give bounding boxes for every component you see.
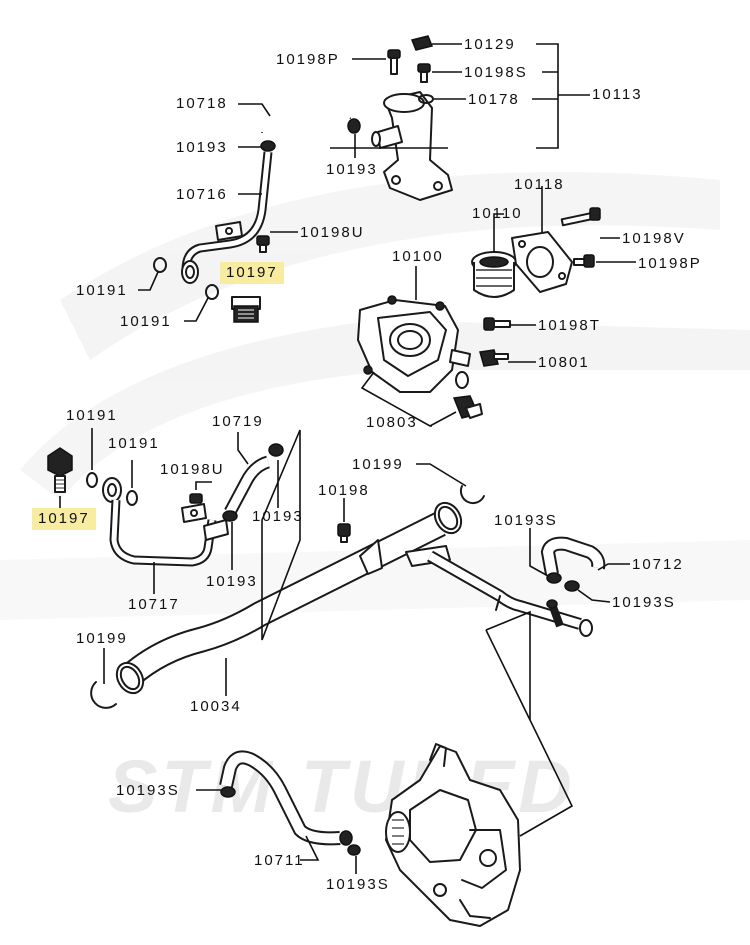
gasket-10191-left-b	[126, 490, 138, 506]
label-10198S-top: 10198S	[464, 64, 528, 81]
label-10198P-right: 10198P	[638, 255, 702, 272]
bolt-10198U-top	[256, 235, 270, 253]
clamp-10193-right	[347, 118, 361, 134]
thermostat-10110	[471, 251, 517, 298]
label-10197-left: 10197	[32, 508, 96, 530]
label-10198T: 10198T	[538, 317, 601, 334]
banjo-bolt-10197-left	[47, 447, 73, 493]
label-10193-top-left: 10193	[176, 139, 228, 156]
clamp-10193S-bottom-right	[339, 830, 361, 856]
label-10198V: 10198V	[622, 230, 686, 247]
gasket-10191-left-a	[86, 472, 98, 488]
hose-10719	[224, 455, 271, 516]
bolt-10198P-top	[387, 49, 401, 75]
label-10110: 10110	[472, 205, 523, 222]
throttle-body-10100	[357, 295, 471, 393]
clamp-10193S-bottom-left	[220, 786, 236, 798]
sensor-10129	[410, 35, 434, 51]
label-10193S-a: 10193S	[494, 512, 558, 529]
sensor-10801	[479, 349, 509, 367]
label-10100: 10100	[392, 248, 444, 265]
label-10193-top-right: 10193	[326, 161, 378, 178]
water-pipe-10034	[115, 501, 593, 695]
label-10129: 10129	[464, 36, 516, 53]
label-10118: 10118	[514, 176, 565, 193]
label-10178: 10178	[468, 91, 520, 108]
label-10193-mid-lower: 10193	[206, 573, 258, 590]
sensor-10803	[452, 395, 483, 419]
label-10198: 10198	[318, 482, 370, 499]
label-10199-lower: 10199	[76, 630, 128, 647]
hose-10711	[219, 750, 341, 846]
thermostat-cover-10118	[511, 231, 573, 293]
hose-10718	[257, 91, 353, 133]
clip-10199-upper	[459, 485, 485, 505]
pipe-stub-right	[546, 599, 564, 628]
label-10718: 10718	[176, 95, 228, 112]
bolt-10198T	[483, 317, 511, 331]
pipe-10717	[102, 477, 229, 567]
bolt-10198V	[560, 207, 601, 227]
label-10711: 10711	[254, 852, 305, 869]
housing-assembly-bottom	[385, 743, 521, 927]
gasket-10191-upper	[153, 257, 167, 273]
bolt-10198S-top	[417, 63, 431, 83]
banjo-bolt-10197-top	[231, 296, 261, 323]
label-10803: 10803	[366, 414, 418, 431]
bolt-10198	[337, 523, 351, 543]
label-10198U-mid: 10198U	[160, 461, 225, 478]
clamp-10193S-lower	[564, 580, 580, 592]
clamp-10193-left	[260, 140, 276, 152]
clamp-10193S-upper	[546, 572, 562, 584]
gasket-10191-lower	[205, 284, 219, 300]
label-10199-upper: 10199	[352, 456, 404, 473]
label-10193S-c: 10193S	[116, 782, 180, 799]
label-10801: 10801	[538, 354, 590, 371]
pipe-10716	[181, 151, 273, 284]
label-10198U-top: 10198U	[300, 224, 365, 241]
label-10193S-b: 10193S	[612, 594, 676, 611]
label-10716: 10716	[176, 186, 228, 203]
label-10113: 10113	[592, 86, 643, 103]
label-10191-d: 10191	[108, 435, 160, 452]
label-10191-c: 10191	[66, 407, 118, 424]
label-10712: 10712	[632, 556, 684, 573]
label-10198P-top: 10198P	[276, 51, 340, 68]
clip-10199-lower	[90, 681, 117, 709]
bolt-10198U-mid	[189, 493, 203, 504]
label-10191-a: 10191	[76, 282, 128, 299]
label-10191-b: 10191	[120, 313, 172, 330]
label-10717: 10717	[128, 596, 180, 613]
washer-10178	[418, 94, 434, 104]
clamp-10193-lower-mid	[222, 510, 238, 522]
label-10034: 10034	[190, 698, 242, 715]
bolt-10198P-right	[573, 254, 595, 268]
hose-10712	[540, 536, 606, 576]
label-10719: 10719	[212, 413, 264, 430]
label-10197-top: 10197	[220, 262, 284, 284]
label-10193S-d: 10193S	[326, 876, 390, 893]
clamp-10193-upper-mid	[268, 443, 284, 457]
label-10193-mid-right: 10193	[252, 508, 304, 525]
leader-lines	[59, 43, 636, 874]
